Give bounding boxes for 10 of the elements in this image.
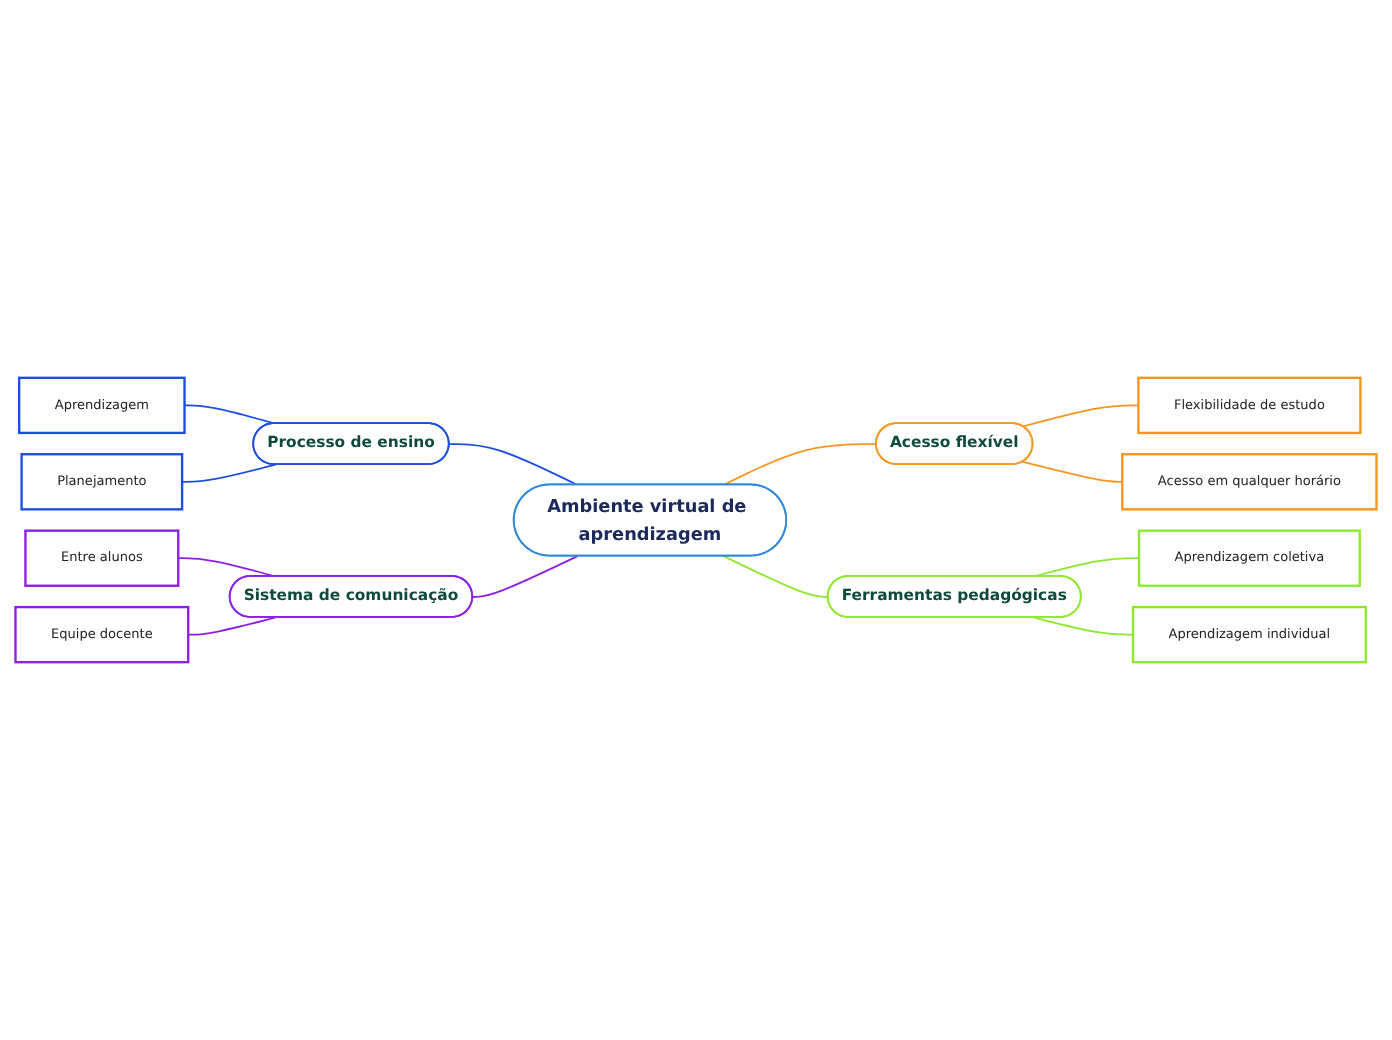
connector bbox=[471, 555, 579, 598]
connector bbox=[722, 555, 830, 598]
connector bbox=[1032, 616, 1134, 636]
connector bbox=[448, 443, 579, 486]
connector bbox=[187, 616, 277, 636]
connector bbox=[1022, 404, 1140, 428]
connector bbox=[183, 404, 277, 425]
connector bbox=[181, 463, 277, 483]
connector bbox=[722, 443, 878, 486]
connector bbox=[1022, 460, 1124, 483]
